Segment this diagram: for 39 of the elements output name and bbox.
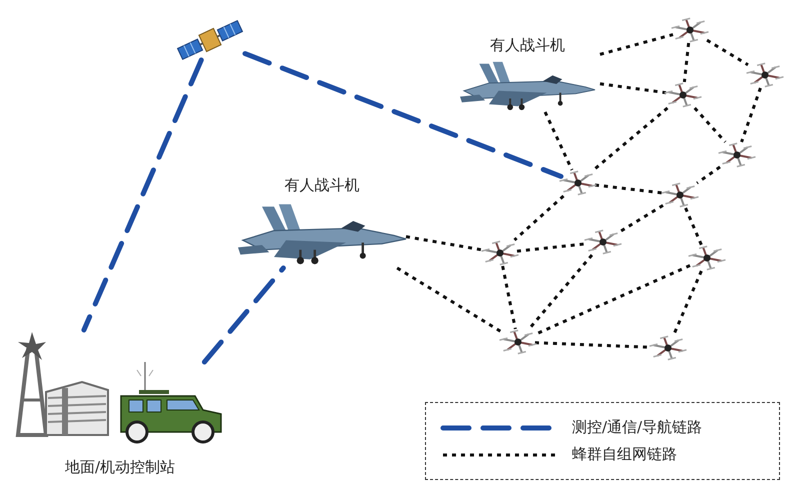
drone-icon	[663, 182, 697, 208]
swarm-link-line	[544, 111, 574, 171]
control-link-line	[202, 266, 286, 364]
drone-icon	[690, 245, 724, 271]
legend-label: 测控/通信/导航链路	[572, 418, 702, 437]
node-label: 有人战斗机	[489, 36, 566, 55]
swarm-link-line	[682, 42, 690, 82]
swarm-link-line	[396, 266, 502, 333]
drone-icon	[501, 329, 535, 355]
drone-icon	[720, 142, 754, 168]
swarm-link-line	[600, 33, 674, 56]
drone-icon	[748, 62, 782, 88]
swarm-link-line	[684, 207, 703, 246]
drone-icon	[586, 229, 620, 255]
node-label: 有人战斗机	[284, 176, 360, 195]
swarm-link-line	[694, 107, 726, 143]
swarm-link-line	[672, 270, 703, 336]
swarm-link-line	[516, 242, 586, 253]
control-link-line	[81, 58, 204, 332]
legend-label: 蜂群自组网链路	[572, 445, 677, 464]
satellite-icon	[175, 20, 245, 60]
drone-icon	[666, 82, 700, 108]
drone-icon	[483, 240, 517, 266]
swarm-link-line	[619, 204, 664, 233]
swarm-link-line	[740, 88, 762, 142]
drone-icon	[561, 170, 595, 196]
swarm-link-line	[600, 82, 666, 94]
swarm-link-line	[706, 38, 749, 66]
swarm-link-line	[696, 166, 721, 184]
swarm-link-line	[513, 194, 565, 242]
swarm-link-line	[528, 254, 594, 330]
drone-icon	[673, 17, 707, 43]
swarm-link-line	[594, 184, 664, 194]
node-label: 地面/机动控制站	[64, 458, 176, 477]
swarm-link-line	[592, 106, 668, 172]
control-link-line	[242, 51, 564, 179]
swarm-link-line	[406, 235, 484, 252]
swarm-link-line	[501, 266, 517, 330]
drone-icon	[651, 335, 685, 361]
